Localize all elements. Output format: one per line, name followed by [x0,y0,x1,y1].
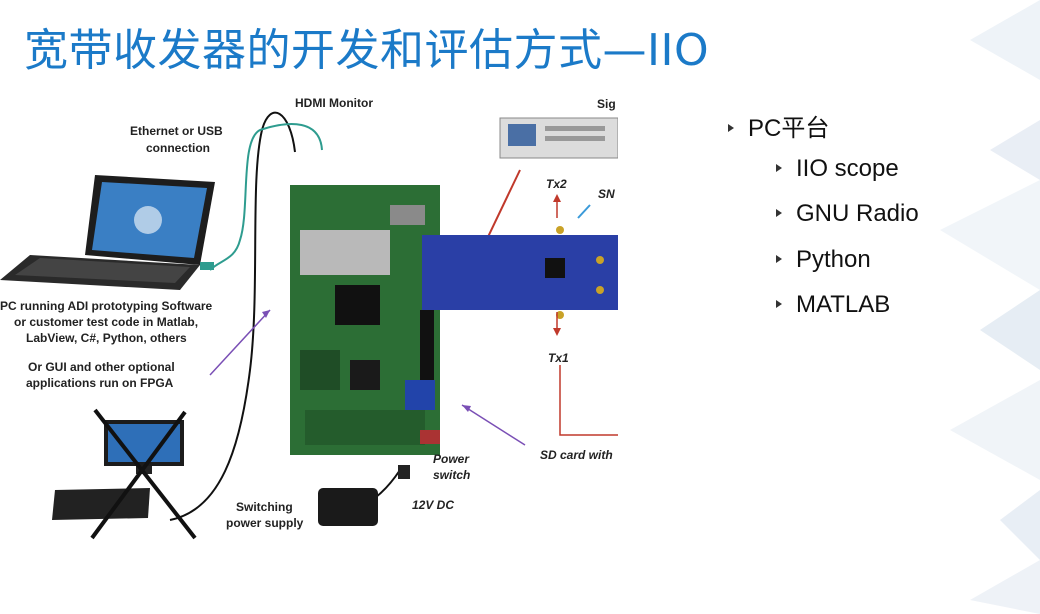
label-pc-2: or customer test code in Matlab, [14,315,198,329]
label-sn: SN [598,187,615,201]
bullet-marker-icon [776,299,782,308]
label-sd-card: SD card with [540,448,613,462]
ethernet-cable [209,123,323,271]
sd-card-arrow [461,404,526,446]
bullet-sub-item: IIO scope [776,155,899,183]
hdmi-cable [169,111,296,521]
label-ethernet-1: Ethernet or USB [130,124,223,138]
eval-board [422,226,618,319]
label-gui-2: applications run on FPGA [26,376,174,390]
label-tx1: Tx1 [548,351,569,365]
hardware-setup-diagram: HDMI Monitor Sig Ethernet or USB connect… [0,90,618,550]
label-pc-1: PC running ADI prototyping Software [0,299,213,313]
signal-generator-icon [499,117,618,159]
fpga-board [290,185,440,455]
bullet-marker-icon [776,163,782,172]
background-decoration [940,0,1040,614]
label-signal-generator: Sig [597,97,616,111]
laptop-icon [0,175,215,290]
sn-arrow [577,204,591,219]
label-12v-dc: 12V DC [412,498,454,512]
bullet-main: PC平台 [728,108,829,143]
bullet-marker-icon [776,254,782,263]
label-power-2: switch [433,468,470,482]
cross-line-2 [90,410,187,540]
power-supply-icon [318,465,410,526]
bullet-sub-item: GNU Radio [776,200,919,228]
label-supply-1: Switching [236,500,293,514]
slide-title: 宽带收发器的开发和评估方式—IIO [24,25,710,76]
label-power-1: Power [433,452,470,466]
bullet-sub-item: MATLAB [776,291,890,319]
bullet-sub-item: Python [776,246,871,274]
label-gui-1: Or GUI and other optional [28,360,175,374]
tx1-cable [559,365,618,436]
label-tx2: Tx2 [546,177,567,191]
bullet-marker-icon [728,123,734,132]
ethernet-plug [200,262,214,270]
gui-arrow [209,309,271,376]
label-ethernet-2: connection [146,141,210,155]
label-hdmi-monitor: HDMI Monitor [295,96,373,110]
label-supply-2: power supply [226,516,304,530]
label-pc-3: LabView, C#, Python, others [26,331,187,345]
bullet-marker-icon [776,208,782,217]
cross-line-1 [93,408,197,540]
